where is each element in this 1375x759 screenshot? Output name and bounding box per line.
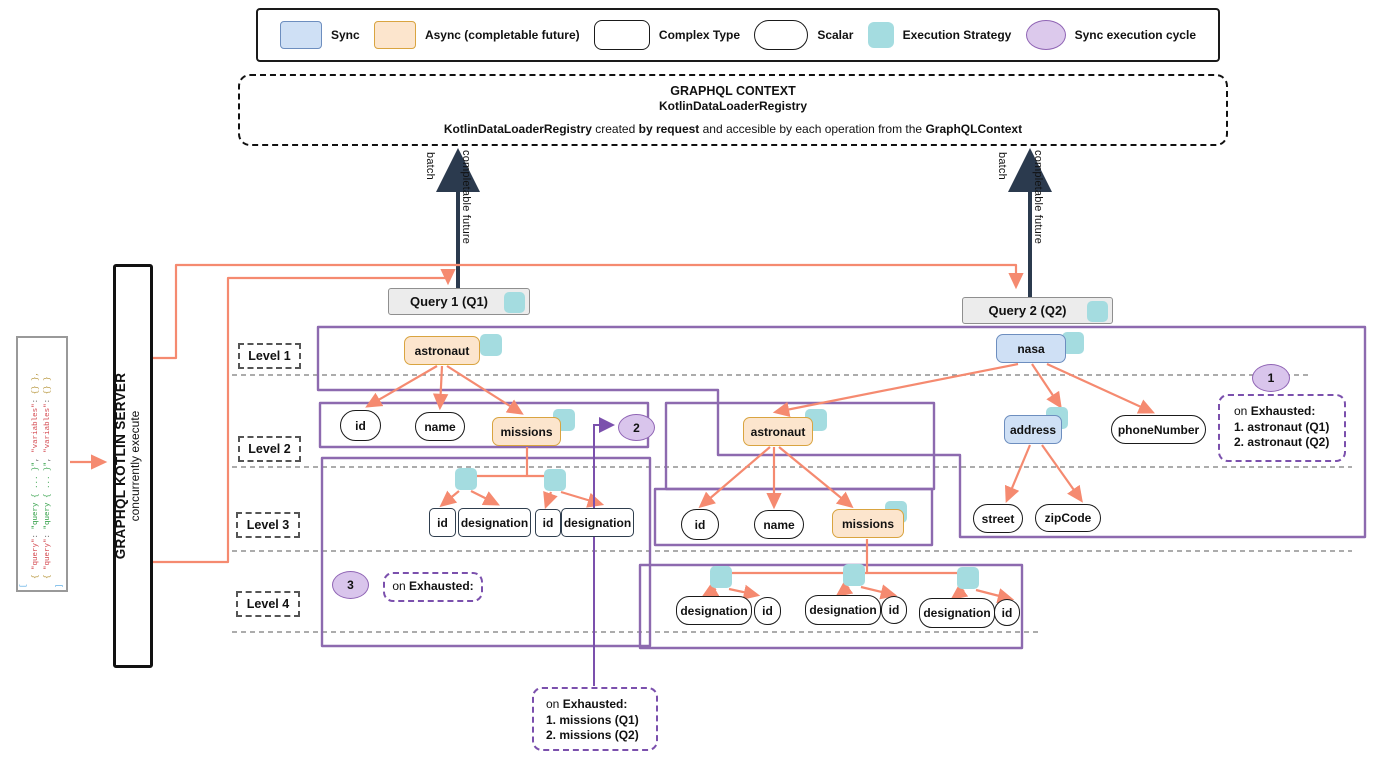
legend-label: Async (completable future) bbox=[424, 28, 580, 42]
node-q1-missions: missions bbox=[492, 417, 561, 446]
node-q2-nasa: nasa bbox=[996, 334, 1066, 363]
sync-cycle-3-marker: 3 bbox=[332, 571, 369, 599]
legend-label: Sync execution cycle bbox=[1074, 28, 1196, 42]
graphql-kotlin-server-box: GRAPHQL KOTLIN SERVER concurrently execu… bbox=[113, 264, 153, 668]
execution-strategy-badge bbox=[843, 564, 865, 586]
complex-type-swatch-icon bbox=[593, 20, 650, 50]
note-line: 2. astronaut (Q2) bbox=[1234, 435, 1330, 449]
legend-label: Execution Strategy bbox=[902, 28, 1012, 42]
sync-cycle-swatch-icon bbox=[1025, 20, 1066, 50]
server-subtitle: concurrently execute bbox=[128, 410, 142, 522]
tree-edges bbox=[365, 362, 1156, 604]
execution-strategy-badge bbox=[957, 567, 979, 589]
legend-label: Sync bbox=[331, 28, 360, 42]
note-line: 1. astronaut (Q1) bbox=[1234, 419, 1330, 434]
context-registry: KotlinDataLoaderRegistry bbox=[658, 99, 808, 113]
note-line: 1. missions (Q1) bbox=[546, 712, 639, 727]
node-q2-street: street bbox=[973, 504, 1023, 533]
level-3-label: Level 3 bbox=[236, 512, 300, 538]
node-q1-mission1-id: id bbox=[429, 508, 456, 537]
node-q2-mission2-designation: designation bbox=[805, 595, 881, 625]
node-q2-mission1-designation: designation bbox=[676, 596, 752, 625]
note-level4-exhausted: on Exhausted: bbox=[383, 572, 483, 602]
execution-strategy-badge bbox=[1087, 301, 1108, 322]
legend-item-complex-type: Complex Type bbox=[593, 20, 741, 50]
legend-item-sync: Sync bbox=[280, 21, 360, 49]
legend-item-async: Async (completable future) bbox=[373, 21, 580, 49]
batch-label-q2: batch bbox=[996, 152, 1008, 180]
legend: Sync Async (completable future) Complex … bbox=[256, 8, 1220, 62]
legend-item-sync-cycle: Sync execution cycle bbox=[1025, 20, 1196, 50]
execution-strategy-badge bbox=[480, 334, 502, 356]
note-missions-exhausted: on Exhausted: 1. missions (Q1) 2. missio… bbox=[532, 687, 658, 751]
legend-label: Complex Type bbox=[658, 28, 741, 42]
context-title: GRAPHQL CONTEXT bbox=[670, 84, 796, 98]
sync-cycle-1-marker: 1 bbox=[1252, 364, 1290, 392]
sync-cycle-2-marker: 2 bbox=[618, 414, 655, 441]
level-2-label: Level 2 bbox=[238, 436, 301, 462]
node-q1-mission2-designation: designation bbox=[561, 508, 634, 537]
server-title: GRAPHQL KOTLIN SERVER bbox=[113, 372, 128, 560]
node-q1-id: id bbox=[340, 410, 381, 441]
scalar-swatch-icon bbox=[754, 20, 809, 50]
node-q2-address: address bbox=[1004, 415, 1062, 444]
sync-swatch-icon bbox=[280, 21, 322, 49]
batch-label-q1: batch bbox=[424, 152, 436, 180]
completable-future-label-q2: completable future bbox=[1032, 150, 1044, 245]
request-payload-box: [ { "query": "query { ... }", "variables… bbox=[16, 336, 68, 592]
query1-box: Query 1 (Q1) bbox=[388, 288, 530, 315]
request-payload-rotated: [ { "query": "query { ... }", "variables… bbox=[16, 336, 68, 592]
query2-box: Query 2 (Q2) bbox=[962, 297, 1113, 324]
graphql-context-box: GRAPHQL CONTEXT KotlinDataLoaderRegistry… bbox=[238, 74, 1228, 146]
execution-strategy-badge bbox=[1062, 332, 1084, 354]
execution-strategy-badge bbox=[504, 292, 525, 313]
completable-future-arrows bbox=[436, 148, 1052, 297]
node-q2-astronaut-missions: missions bbox=[832, 509, 904, 538]
legend-item-execution-strategy: Execution Strategy bbox=[867, 22, 1012, 48]
query2-label: Query 2 (Q2) bbox=[988, 303, 1067, 318]
execution-strategy-badge bbox=[455, 468, 477, 490]
legend-label: Scalar bbox=[817, 28, 854, 42]
node-q2-mission1-id: id bbox=[754, 597, 781, 625]
node-q2-mission3-designation: designation bbox=[919, 598, 995, 628]
node-q1-mission2-id: id bbox=[535, 509, 561, 537]
node-q2-mission3-id: id bbox=[994, 599, 1020, 626]
node-q2-astronaut-name: name bbox=[754, 510, 804, 539]
execution-strategy-badge bbox=[710, 566, 732, 588]
node-q2-mission2-id: id bbox=[881, 596, 907, 624]
context-description: KotlinDataLoaderRegistry created by requ… bbox=[443, 122, 1023, 136]
node-q1-name: name bbox=[415, 412, 465, 441]
legend-item-scalar: Scalar bbox=[754, 20, 853, 50]
node-q2-phone-number: phoneNumber bbox=[1111, 415, 1206, 444]
request-payload-code: [ { "query": "query { ... }", "variables… bbox=[20, 371, 64, 588]
node-q2-astronaut: astronaut bbox=[743, 417, 813, 446]
node-q2-zip-code: zipCode bbox=[1035, 504, 1101, 532]
level-separator-lines bbox=[232, 374, 1352, 633]
execution-strategy-swatch-icon bbox=[867, 22, 894, 48]
sync-cycle-connector bbox=[593, 417, 615, 686]
note-astronaut-exhausted: on Exhausted: 1. astronaut (Q1) 2. astro… bbox=[1218, 394, 1346, 462]
note-line: on Exhausted: bbox=[392, 579, 474, 594]
note-line: 2. missions (Q2) bbox=[546, 728, 639, 742]
completable-future-label-q1: completable future bbox=[460, 150, 472, 245]
level-4-label: Level 4 bbox=[236, 591, 300, 617]
server-routing-lines bbox=[70, 263, 1024, 564]
level-1-label: Level 1 bbox=[238, 343, 301, 369]
server-rotated-text: GRAPHQL KOTLIN SERVER concurrently execu… bbox=[113, 264, 153, 668]
async-swatch-icon bbox=[373, 21, 416, 49]
node-q1-astronaut: astronaut bbox=[404, 336, 480, 365]
node-q2-astronaut-id: id bbox=[681, 509, 719, 540]
node-q1-mission1-designation: designation bbox=[458, 508, 531, 537]
note-line: on Exhausted: bbox=[1234, 404, 1316, 418]
query1-label: Query 1 (Q1) bbox=[409, 294, 489, 309]
execution-strategy-badge bbox=[544, 469, 566, 491]
note-line: on Exhausted: bbox=[546, 697, 628, 711]
execution-wave-outlines bbox=[316, 325, 1367, 650]
